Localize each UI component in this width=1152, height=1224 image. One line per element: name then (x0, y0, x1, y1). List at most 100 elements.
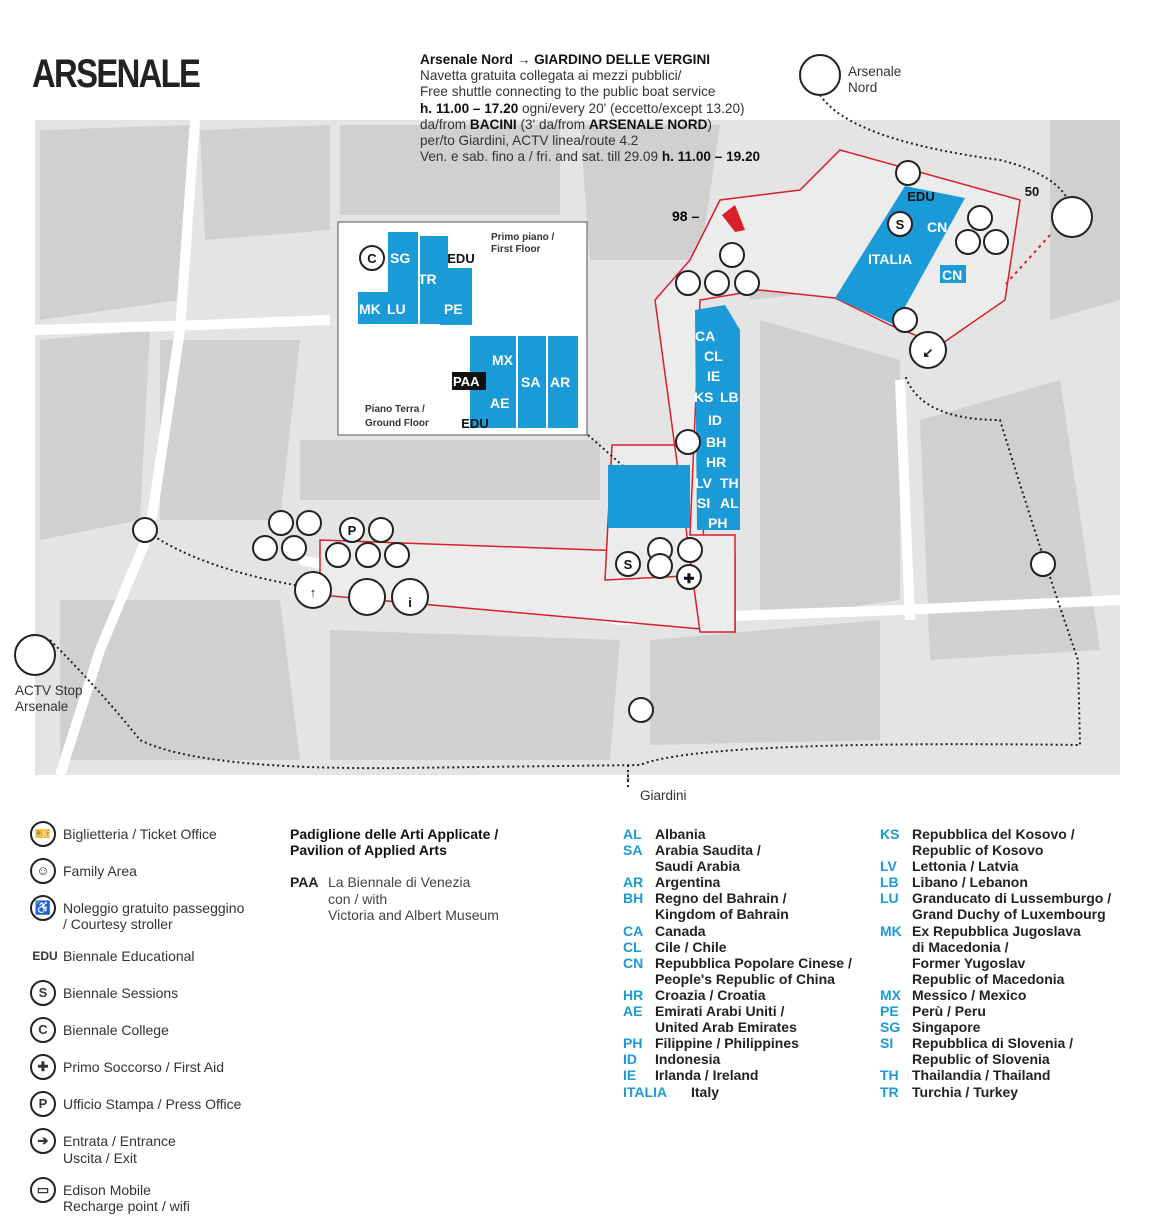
shop-icon-2[interactable] (368, 517, 394, 543)
label-mk: MK (359, 301, 381, 317)
wifi-icon-2[interactable] (734, 270, 760, 296)
walking-route (49, 94, 1082, 790)
country-name: Albania (655, 826, 706, 842)
country-item: MK Ex Repubblica Jugoslava di Macedonia /… (880, 923, 1111, 987)
country-name: Repubblica del Kosovo / Republic of Koso… (912, 826, 1075, 859)
label-bh: BH (706, 434, 726, 450)
first-aid-icon[interactable] (676, 564, 702, 590)
country-code: SA (623, 842, 643, 859)
edu-icon-2[interactable]: EDU (461, 416, 488, 431)
label-cn: CN (927, 219, 947, 235)
country-code: HR (623, 986, 644, 1003)
country-code: MK (880, 922, 902, 939)
country-name: Messico / Mexico (912, 986, 1027, 1003)
arsenale-nord: ARSENALE NORD (588, 116, 708, 132)
exit-icon[interactable] (909, 331, 947, 369)
country-name: Emirati Arabi Uniti / United Arab Emirat… (655, 1003, 797, 1036)
legend: 🎫Biglietteria / Ticket Office☺Family Are… (30, 821, 280, 1224)
cafe-icon-3[interactable] (647, 553, 673, 579)
restroom-icon-3[interactable] (677, 537, 703, 563)
ticket-icon[interactable] (348, 578, 386, 616)
country-code: PH (623, 1035, 643, 1052)
country-item: PH Filippine / Philippines (623, 1035, 852, 1051)
edu-icon-3[interactable]: EDU (907, 189, 934, 204)
label-ks: KS (694, 389, 713, 405)
info-glyph: i (408, 595, 412, 610)
battery-icon-3[interactable] (675, 429, 701, 455)
label-ca: CA (695, 328, 715, 344)
country-name: Ex Repubblica Jugoslava di Macedonia / F… (912, 922, 1081, 987)
t: ) (707, 116, 712, 132)
sessions-letter-2: S (624, 557, 633, 572)
legend-item: ✚Primo Soccorso / First Aid (30, 1054, 280, 1081)
restroom-icon[interactable] (704, 270, 730, 296)
sessions-letter: S (896, 217, 905, 232)
country-name: Thailandia / Thailand (912, 1067, 1051, 1084)
boat-stop-icon-3[interactable] (14, 634, 56, 676)
stroller-icon[interactable] (252, 535, 278, 561)
legend-item: ➔Entrata / Entrance Uscita / Exit (30, 1128, 280, 1166)
press-letter: P (348, 523, 357, 538)
paa-box (452, 372, 486, 390)
label-pe: PE (444, 301, 463, 317)
battery-icon-4[interactable] (355, 542, 381, 568)
boat-stop-icon-2[interactable] (1051, 196, 1093, 238)
country-code: CA (623, 922, 644, 939)
shuttle-route: Arsenale Nord → GIARDINO DELLE VERGINI (420, 52, 711, 67)
restroom-icon-4[interactable] (384, 542, 410, 568)
label-lv: LV (695, 475, 713, 491)
press-office-icon[interactable] (339, 517, 365, 543)
cafe-icon[interactable] (719, 242, 745, 268)
ticket-bag-icon[interactable] (268, 510, 294, 536)
shop-icon[interactable] (892, 307, 918, 333)
shuttle-weekend-hours: h. 11.00 – 19.20 (661, 149, 761, 165)
accessibility-icon-3 (1030, 551, 1056, 577)
sessions-icon: S (30, 980, 56, 1007)
wifi-icon[interactable] (895, 160, 921, 186)
sessions-icon[interactable] (887, 211, 913, 237)
legend-label: Ufficio Stampa / Press Office (63, 1096, 242, 1113)
country-name: Filippine / Philippines (655, 1035, 799, 1052)
battery-icon-2[interactable] (955, 229, 981, 255)
label-paa: PAA (453, 374, 480, 389)
cafe-icon-2[interactable] (983, 229, 1009, 255)
boat-stop-icon[interactable] (799, 54, 841, 96)
restroom-icon-2[interactable] (967, 205, 993, 231)
label-lu: LU (387, 301, 406, 317)
country-name: Perù / Peru (912, 1003, 986, 1020)
red-marker (722, 205, 745, 232)
legend-label: Entrata / Entrance Uscita / Exit (63, 1133, 176, 1166)
family-icon[interactable] (281, 535, 307, 561)
sessions-icon-2[interactable] (615, 551, 641, 577)
battery-icon[interactable] (675, 270, 701, 296)
legend-label: Noleggio gratuito passeggino / Courtesy … (63, 900, 245, 933)
label-ph: PH (708, 515, 727, 531)
cafe-icon-4[interactable] (325, 542, 351, 568)
pavilions (608, 186, 966, 530)
press-office-icon: P (30, 1091, 56, 1118)
country-code: SG (880, 1019, 901, 1036)
giardini-label: Giardini (640, 788, 687, 803)
info-icon[interactable] (391, 578, 429, 616)
wifi-icon-3[interactable] (296, 510, 322, 536)
country-name: Regno del Bahrain / Kingdom of Bahrain (655, 890, 789, 923)
country-name: Cile / Chile (655, 938, 727, 955)
country-code: IE (623, 1067, 637, 1084)
exit-arrow: ↙ (923, 345, 934, 360)
edu-icon[interactable]: EDU (447, 251, 474, 266)
college-icon[interactable] (359, 245, 385, 271)
country-name: Repubblica di Slovenia / Republic of Slo… (912, 1035, 1074, 1068)
entrance-icon[interactable] (294, 571, 332, 609)
shuttle-route-info: per/to Giardini, ACTV linea/route 4.2 (420, 133, 639, 149)
label-sg: SG (390, 250, 410, 266)
shuttle-weekend: Ven. e sab. fino a / fri. and sat. till … (420, 149, 662, 165)
